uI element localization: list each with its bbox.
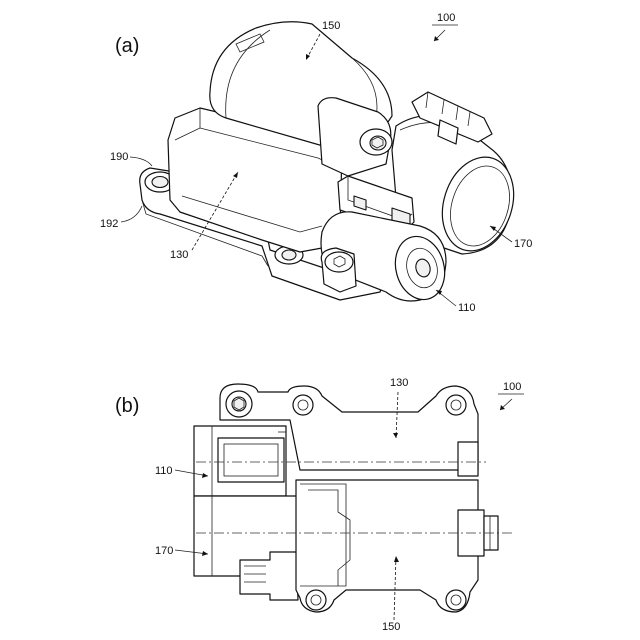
panel-b-coupling-connector xyxy=(218,438,284,482)
panel-a-flange-hole-mid-inner xyxy=(282,250,296,260)
panel-a-ref-actuator: 170 xyxy=(514,238,532,250)
panel-b-ref-actuator: 170 xyxy=(155,545,173,557)
panel-a: (a) 100 xyxy=(100,12,532,314)
panel-b-ref-upper-housing: 150 xyxy=(382,621,400,633)
panel-a-coupling-bolt xyxy=(325,252,353,272)
panel-a-ref-lower-housing: 130 xyxy=(170,249,188,261)
panel-b-side-port xyxy=(458,442,478,476)
panel-a-ref-assembly: 100 xyxy=(437,12,455,24)
panel-a-sublabel: (a) xyxy=(115,35,139,57)
panel-a-ref-coupling: 110 xyxy=(458,302,476,314)
panel-b-sublabel: (b) xyxy=(115,395,139,417)
panel-b-ref-coupling: 110 xyxy=(155,465,173,477)
panel-a-ref-flange-hole-leader xyxy=(121,206,142,222)
panel-a-ref-upper-housing: 150 xyxy=(322,20,340,32)
panel-b-ref-assembly: 100 xyxy=(503,381,521,393)
panel-b-lug-hole-3 xyxy=(446,395,466,415)
panel-a-flange-hole-left-inner xyxy=(152,177,168,188)
panel-b: (b) 100 xyxy=(115,377,524,633)
panel-b-ref-lower-housing: 130 xyxy=(390,377,408,389)
panel-b-lug-hole-5 xyxy=(446,590,466,610)
panel-a-ref-flange-leader xyxy=(130,157,152,166)
panel-a-ref-flange-hole: 192 xyxy=(100,218,118,230)
panel-a-ref-flange: 190 xyxy=(110,151,128,163)
panel-b-lug-hole-2 xyxy=(293,395,313,415)
panel-b-lug-hole-4 xyxy=(306,590,326,610)
